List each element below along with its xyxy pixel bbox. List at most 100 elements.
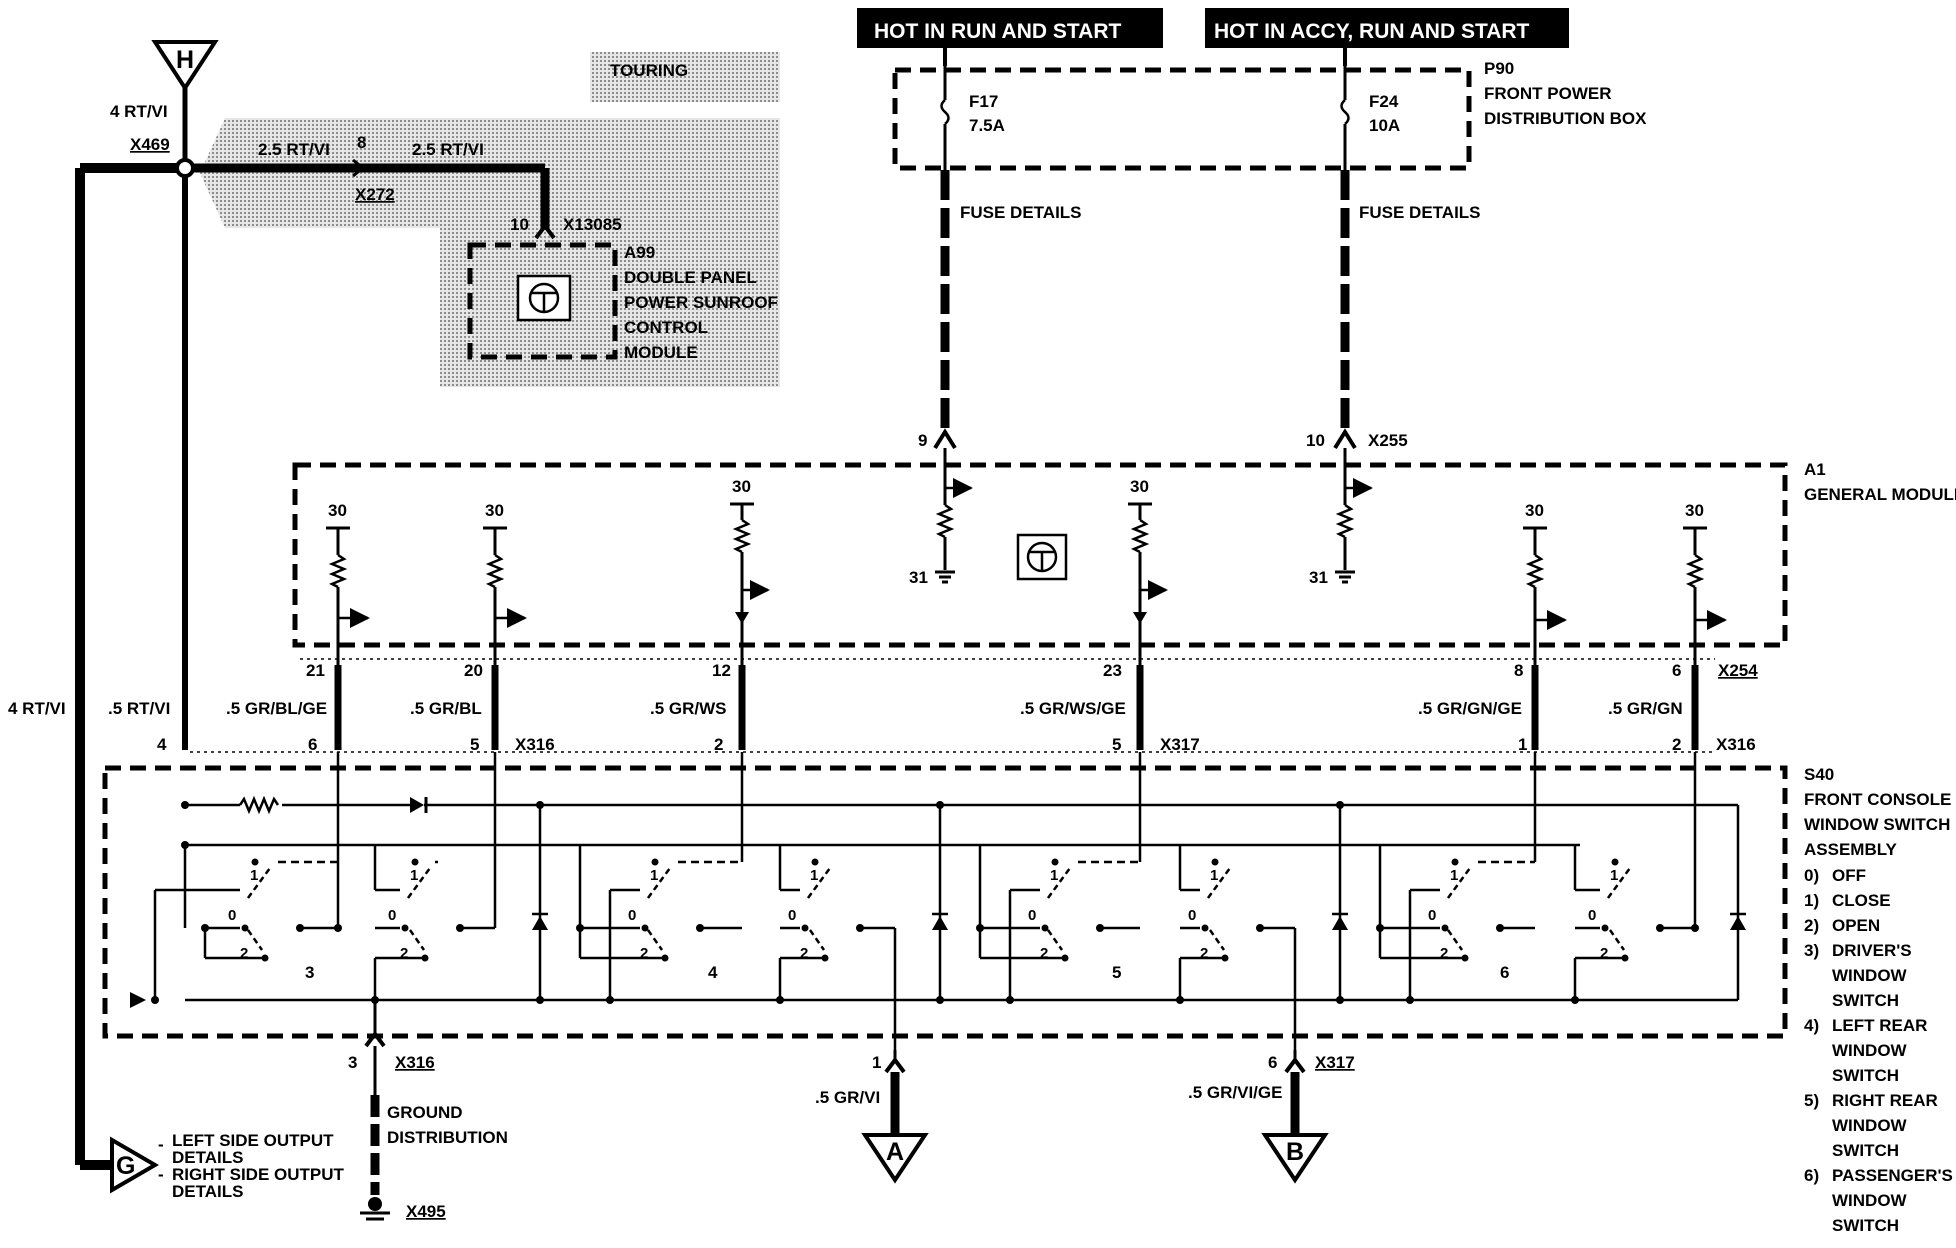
sw4b-pos-0: 0 <box>788 907 796 924</box>
ground-icon <box>368 1197 382 1211</box>
connector-a-label: A <box>886 1138 904 1166</box>
fuse-f24-icon <box>1340 99 1350 125</box>
switch-3-label: 3 <box>305 963 314 982</box>
g-dash-2: - <box>158 1165 164 1184</box>
legend-close: CLOSE <box>1832 891 1891 910</box>
sw5a-pos-0: 0 <box>1028 907 1036 924</box>
fuse-f17-icon <box>940 99 950 125</box>
x254-label: X254 <box>1718 661 1758 680</box>
sw6b-pos-2: 2 <box>1600 945 1608 962</box>
x13085-label: X13085 <box>563 215 622 234</box>
s40-pin-1: 1 <box>1518 735 1527 754</box>
x469-label: X469 <box>130 135 170 154</box>
switch-6-label: 6 <box>1500 963 1509 982</box>
connector-g-label: G <box>116 1152 135 1180</box>
a1-pin-21: 21 <box>306 661 325 680</box>
s40-pin-2a: 2 <box>714 735 723 754</box>
p90-fuse-box: P90 FRONT POWER DISTRIBUTION BOX F17 7.5… <box>892 48 1647 171</box>
pullups: 30 30 30 30 <box>326 477 1727 665</box>
x317-bottom-label: X317 <box>1315 1053 1355 1072</box>
fuse-f17-rating: 7.5A <box>969 116 1005 135</box>
legend-num-0: 0) <box>1804 866 1819 885</box>
g-connector: G - LEFT SIDE OUTPUT DETAILS - RIGHT SID… <box>110 1131 345 1201</box>
s40-pin-4: 4 <box>157 735 167 754</box>
touring-option-region: TOURING <box>200 52 780 387</box>
x316-bottom-label: X316 <box>395 1053 435 1072</box>
wire-25-rt-vi-a: 2.5 RT/VI <box>258 140 330 159</box>
legend-drivers-3: SWITCH <box>1832 991 1899 1010</box>
ground-label-2: DISTRIBUTION <box>387 1128 508 1147</box>
switch-5-label: 5 <box>1112 963 1121 982</box>
p90-line-2: FRONT POWER <box>1484 84 1612 103</box>
a1-v31-right: 31 <box>1309 568 1328 587</box>
a1-line-2: GENERAL MODULE <box>1804 485 1956 504</box>
sw6a-pos-2: 2 <box>1440 945 1448 962</box>
sw5a-pos-1: 1 <box>1050 867 1058 884</box>
legend-num-5: 5) <box>1804 1091 1819 1110</box>
wire-gr-ws: .5 GR/WS <box>650 699 727 718</box>
header-hot-accy-run-start: HOT IN ACCY, RUN AND START <box>1214 20 1530 43</box>
sw4a-pos-1: 1 <box>650 867 658 884</box>
pullup-v30-c: 30 <box>732 477 751 496</box>
x255-pin-9: 9 <box>918 431 927 450</box>
connector-h-label: H <box>176 46 194 74</box>
switch-3-led-icon <box>532 916 548 930</box>
h-connector: H 4 RT/VI X469 4 RT/VI .5 RT/VI 4 <box>8 40 219 1170</box>
legend-num-6: 6) <box>1804 1166 1819 1185</box>
a1-v31-left: 31 <box>909 568 928 587</box>
sw4a-pos-0: 0 <box>628 907 636 924</box>
wire-25-rt-vi-b: 2.5 RT/VI <box>412 140 484 159</box>
x272-label: X272 <box>355 185 395 204</box>
a1-pin-6: 6 <box>1672 661 1681 680</box>
legend-passenger-2: WINDOW <box>1832 1191 1908 1210</box>
legend-open: OPEN <box>1832 916 1880 935</box>
hot-headers: HOT IN RUN AND START HOT IN ACCY, RUN AN… <box>857 8 1569 48</box>
sw6b-pos-0: 0 <box>1588 907 1596 924</box>
fuse-f24-rating: 10A <box>1369 116 1400 135</box>
sw6a-pos-0: 0 <box>1428 907 1436 924</box>
wire-gr-gn-ge: .5 GR/GN/GE <box>1418 699 1522 718</box>
pullup-v30-e: 30 <box>1525 501 1544 520</box>
sw5b-pos-2: 2 <box>1200 945 1208 962</box>
legend-num-3: 3) <box>1804 941 1819 960</box>
output-a-pin-1: 1 <box>872 1053 881 1072</box>
g-left-output-2: DETAILS <box>172 1148 243 1167</box>
p90-label: P90 <box>1484 59 1514 78</box>
legend-passenger-1: PASSENGER'S <box>1832 1166 1953 1185</box>
p90-line-3: DISTRIBUTION BOX <box>1484 109 1647 128</box>
a1-pin-8: 8 <box>1514 661 1523 680</box>
x255-label: X255 <box>1368 431 1408 450</box>
s40-pin-6: 6 <box>308 735 317 754</box>
switch-6-led-icon <box>1730 916 1746 930</box>
a1-pin-23: 23 <box>1103 661 1122 680</box>
s40-switch-assembly: S40 FRONT CONSOLE WINDOW SWITCH ASSEMBLY <box>102 752 1951 1050</box>
touring-label: TOURING <box>610 61 688 80</box>
s40-label: S40 <box>1804 765 1834 784</box>
fuse-f24: F24 <box>1369 92 1399 111</box>
legend-num-4: 4) <box>1804 1016 1819 1035</box>
s40-pin-5b: 5 <box>1112 735 1121 754</box>
a99-label: A99 <box>624 243 655 262</box>
legend-drivers-1: DRIVER'S <box>1832 941 1912 960</box>
legend-num-1: 1) <box>1804 891 1819 910</box>
bottom-outputs: 3 X316 GROUND DISTRIBUTION X495 1 .5 GR/… <box>348 1000 1355 1221</box>
legend-num-2: 2) <box>1804 916 1819 935</box>
sw3a-pos-0: 0 <box>228 907 236 924</box>
sunroof-line-5: MODULE <box>624 343 698 362</box>
g-right-output-2: DETAILS <box>172 1182 243 1201</box>
fuse-details-right: FUSE DETAILS <box>1359 203 1481 222</box>
sw5b-pos-0: 0 <box>1188 907 1196 924</box>
legend-right-rear-1: RIGHT REAR <box>1832 1091 1938 1110</box>
legend-left-rear-3: SWITCH <box>1832 1066 1899 1085</box>
x316-label-a: X316 <box>515 735 555 754</box>
header-box-run-start <box>857 8 1163 48</box>
wire-gr-ws-ge: .5 GR/WS/GE <box>1020 699 1126 718</box>
x316-label-b: X316 <box>1716 735 1756 754</box>
switch-4-label: 4 <box>708 963 718 982</box>
sw5a-pos-2: 2 <box>1040 945 1048 962</box>
legend-left-rear-2: WINDOW <box>1832 1041 1908 1060</box>
x317-label-a: X317 <box>1160 735 1200 754</box>
signal-wires: 21 20 12 23 8 6 X254 .5 GR/BL/GE .5 GR/B… <box>190 658 1758 754</box>
wire-gr-vi-ge: .5 GR/VI/GE <box>1188 1083 1282 1102</box>
